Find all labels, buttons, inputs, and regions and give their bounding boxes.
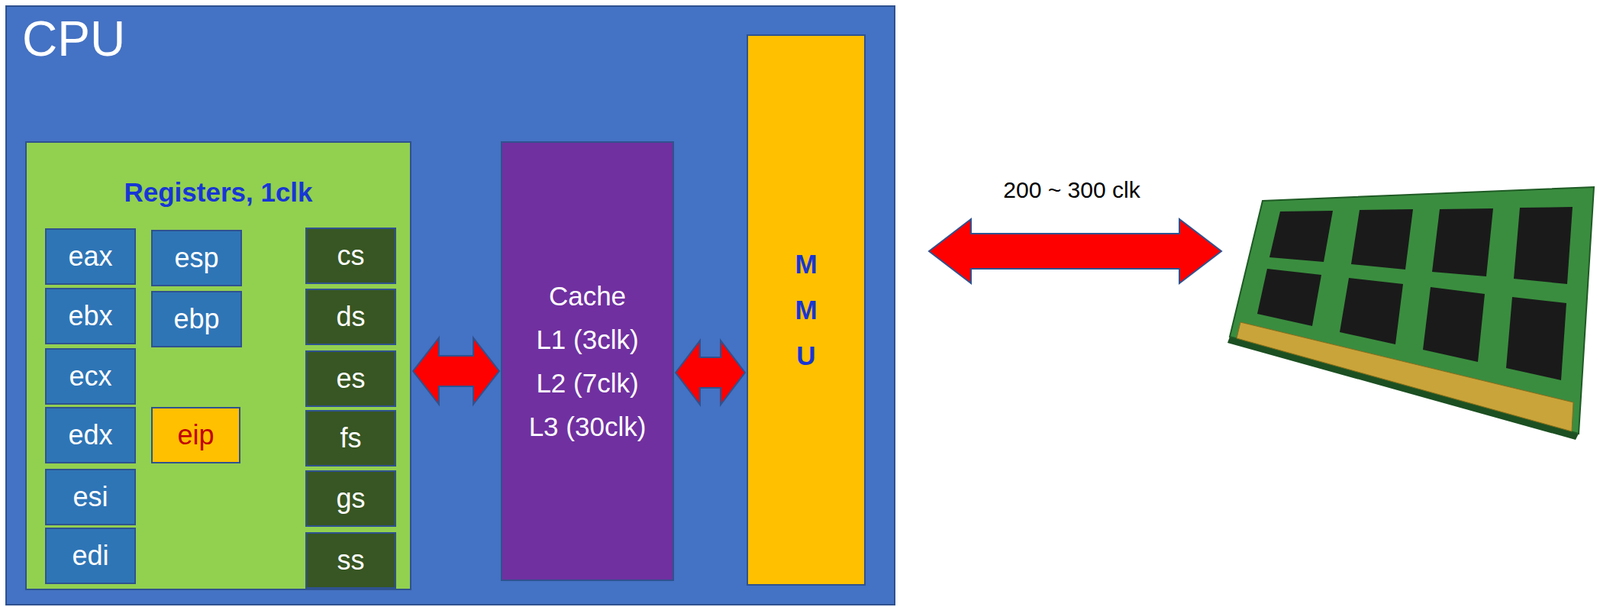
segment-register-box: cs	[305, 227, 397, 284]
ram-board	[1229, 187, 1594, 434]
node-label: ebx	[67, 300, 113, 333]
text-group: eip	[152, 408, 239, 462]
segment-register-box: ss	[305, 532, 397, 589]
text-group: ecx	[46, 349, 135, 404]
text-group: CacheL1 (3clk)L2 (7clk)L3 (30clk)	[502, 142, 673, 580]
segment-register-box: fs	[305, 409, 397, 467]
node-label: M M U	[793, 241, 819, 379]
text-group: edx	[46, 408, 135, 462]
text-group: M M U	[748, 35, 865, 584]
ram-chip	[1269, 210, 1333, 262]
text-group: eax	[46, 229, 135, 284]
node-label: esi	[72, 480, 108, 513]
mmu-box: M M U	[746, 34, 866, 586]
text-group: Registers, 1clk	[26, 176, 410, 209]
memory-arrow	[929, 219, 1222, 284]
node-label: edi	[71, 539, 109, 572]
text-group: ds	[306, 290, 395, 344]
cpu-box: eax ebx ecx edx esi edi esp ebp eip cs ds es fs gs ss R…	[5, 5, 896, 606]
node-label: Registers, 1clk	[26, 176, 410, 209]
text-group: cs	[306, 229, 395, 283]
ram-chip	[1351, 209, 1413, 270]
ram-chip	[1422, 287, 1485, 362]
ram-chip	[1257, 268, 1322, 326]
node-label: cs	[337, 239, 365, 272]
register-box: esp	[151, 229, 242, 287]
node-label: ebp	[173, 303, 220, 336]
node-label: L2 (7clk)	[535, 361, 639, 405]
text-group: ebp	[152, 292, 241, 346]
segment-register-box: es	[305, 350, 397, 407]
register-box: ecx	[45, 348, 136, 405]
ram-chip	[1506, 296, 1567, 381]
ram-module	[1227, 187, 1594, 440]
segment-register-box: ds	[305, 288, 397, 346]
node-label: ss	[337, 544, 365, 577]
double-arrow	[412, 338, 500, 405]
node-label: L1 (3clk)	[535, 317, 639, 362]
ram-chip	[1513, 206, 1573, 284]
register-box: eax	[45, 228, 136, 285]
register-file: eax ebx ecx edx esi edi esp ebp eip cs ds es fs gs ss R…	[25, 141, 412, 591]
segment-register-box: gs	[305, 470, 397, 527]
register-box: ebx	[45, 287, 136, 345]
node-label: L3 (30clk)	[529, 404, 647, 449]
double-arrow	[675, 340, 746, 405]
text-group: esp	[152, 231, 241, 285]
ram-chip	[1432, 208, 1494, 277]
node-label: CPU	[22, 9, 126, 68]
node-label: eip	[177, 419, 214, 452]
node-label: ecx	[68, 360, 112, 393]
register-box: esi	[45, 468, 136, 526]
register-box: ebp	[151, 290, 242, 348]
register-box: edx	[45, 406, 136, 464]
text-group: ebx	[46, 289, 135, 343]
text-group: CPU	[22, 9, 126, 68]
node-label: eax	[67, 240, 113, 273]
register-box: edi	[45, 527, 136, 584]
node-label: edx	[67, 419, 113, 452]
cache-box: CacheL1 (3clk)L2 (7clk)L3 (30clk)	[500, 141, 675, 581]
node-label: gs	[335, 482, 365, 515]
node-label: fs	[339, 422, 362, 455]
text-group: gs	[306, 471, 395, 526]
text-group: edi	[46, 529, 135, 583]
node-label: Cache	[548, 274, 626, 318]
register-box: eip	[151, 406, 241, 464]
node-label: esp	[174, 241, 219, 275]
text-group: esi	[46, 470, 135, 524]
node-label: ds	[335, 300, 365, 333]
text-group: es	[306, 351, 395, 406]
text-group: ss	[306, 533, 395, 588]
text-group: fs	[306, 411, 395, 465]
latency-label: 200 ~ 300 clk	[957, 176, 1187, 204]
ram-chip	[1339, 277, 1404, 345]
node-label: es	[335, 362, 365, 395]
